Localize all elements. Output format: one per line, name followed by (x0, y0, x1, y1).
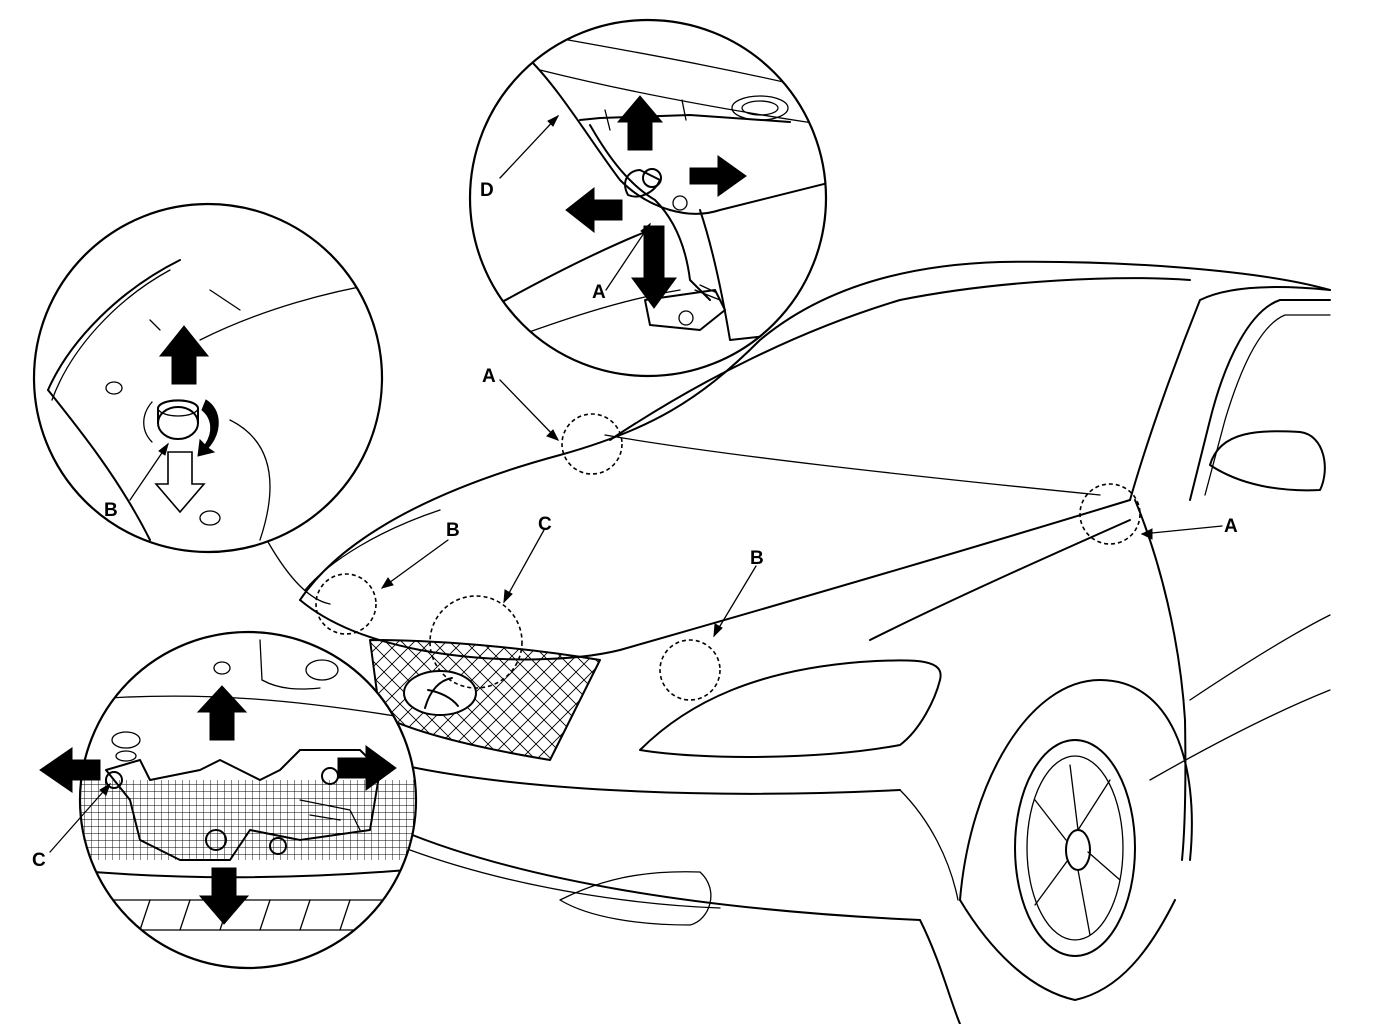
stopper-arrow-up (158, 325, 210, 385)
car-callout-circle-a-fender (1079, 483, 1141, 545)
fog-lamp-recess (559, 871, 712, 926)
car-label-b-left: B (446, 520, 460, 541)
headlamp (639, 659, 942, 758)
hood-centre-line (604, 434, 1101, 496)
bumper-side (899, 789, 959, 901)
front-bumper-top (379, 759, 901, 795)
hood-outline (299, 260, 1331, 601)
hinge-label-a: A (592, 282, 606, 303)
stopper-inset (32, 202, 384, 554)
car-body (299, 260, 1331, 1024)
hinge-inset (468, 18, 828, 378)
latch-arrow-up (196, 685, 248, 741)
latch-inset (39, 630, 418, 970)
hinge-label-d: D (480, 180, 494, 201)
latch-arrow-down (198, 867, 250, 925)
side-mirror (1209, 430, 1326, 492)
body-side-line (1149, 689, 1331, 781)
car-label-c-center: C (538, 514, 552, 535)
car-callout-circle-a-windshield (561, 413, 623, 475)
hinge-arrow-right (689, 155, 747, 197)
front-wheel (959, 739, 1176, 1001)
stopper-rotate-arrow-open (143, 401, 153, 443)
hood-left-edge (304, 509, 441, 591)
latch-arrow-right (337, 745, 397, 791)
stopper-arrow-down-open (154, 451, 206, 514)
latch-arrow-left (39, 747, 101, 793)
door-front-edge (1134, 499, 1187, 861)
left-inset-connector (267, 541, 331, 605)
hood-crease (619, 499, 1131, 651)
latch-leader-c-arrow (99, 782, 111, 796)
side-window-inner (1204, 314, 1331, 496)
hinge-arrow-up (616, 95, 664, 151)
stopper-rotate-arrow (197, 399, 219, 457)
car-callout-circle-c-center (429, 595, 523, 689)
car-label-a-fender: A (1224, 516, 1238, 537)
hinge-arrow-down (631, 225, 677, 309)
latch-label-c: C (32, 850, 46, 871)
front-fender (869, 519, 1131, 641)
car-leader-lines (380, 379, 1223, 638)
body-side-moulding (1189, 614, 1331, 701)
windshield-bottom (609, 277, 1191, 441)
wheel-arch (959, 679, 1193, 901)
car-callout-circle-b-left (315, 573, 377, 635)
hinge-arrow-left (565, 186, 623, 234)
car-label-b-right: B (750, 548, 764, 569)
side-window-frame (1189, 299, 1331, 501)
front-bumper (399, 829, 961, 1024)
a-pillar (1129, 286, 1331, 501)
stopper-label-b: B (104, 500, 118, 521)
car-label-a-windshield: A (482, 366, 496, 387)
grille-mesh (370, 640, 600, 760)
car-callout-circle-b-right (659, 639, 721, 701)
